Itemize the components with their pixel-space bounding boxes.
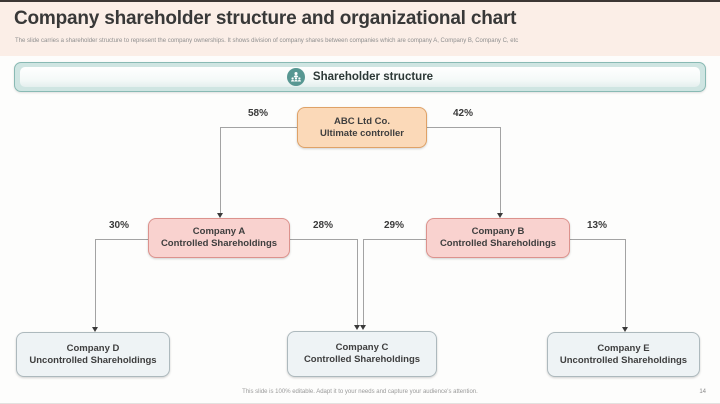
connector-line (95, 239, 96, 327)
connector-arrow (354, 325, 360, 330)
node-company-c: Company C Controlled Shareholdings (287, 331, 437, 377)
connector-arrow (92, 327, 98, 332)
node-line2: Ultimate controller (320, 127, 404, 139)
connector-line (220, 127, 297, 128)
footer-note: This slide is 100% editable. Adapt it to… (242, 389, 478, 395)
node-line1: Company E (597, 342, 650, 354)
node-line2: Uncontrolled Shareholdings (29, 354, 157, 366)
node-line1: Company A (192, 226, 246, 237)
pct-root-to-company-a: 58% (247, 108, 268, 119)
connector-line (363, 239, 364, 325)
node-company-a: Company A Controlled Shareholdings (148, 218, 290, 258)
pct-company-a-to-company-d: 30% (108, 220, 129, 231)
pct-company-b-to-company-e: 13% (586, 220, 607, 231)
section-banner-inner: Shareholder structure (20, 67, 700, 87)
people-group-icon (286, 68, 305, 86)
connector-line (220, 127, 221, 213)
connector-arrow (217, 213, 223, 218)
connector-line (363, 239, 426, 240)
node-company-e: Company E Uncontrolled Shareholdings (547, 332, 700, 377)
node-company-d: Company D Uncontrolled Shareholdings (16, 332, 170, 377)
pct-root-to-company-b: 42% (452, 108, 473, 119)
section-banner: Shareholder structure (14, 62, 706, 92)
connector-line (357, 239, 358, 325)
node-line2: Controlled Shareholdings (303, 354, 421, 365)
node-line2: Controlled Shareholdings (160, 238, 278, 249)
top-accent-line (0, 0, 720, 2)
page-number: 14 (699, 389, 706, 395)
page-title: Company shareholder structure and organi… (14, 8, 517, 29)
node-line1: ABC Ltd Co. (334, 115, 390, 127)
connector-line (290, 239, 357, 240)
connector-arrow (622, 327, 628, 332)
node-line2: Controlled Shareholdings (439, 238, 557, 249)
node-ultimate-controller: ABC Ltd Co. Ultimate controller (297, 107, 427, 148)
node-line2: Uncontrolled Shareholdings (559, 354, 688, 366)
connector-line (427, 127, 500, 128)
connector-line (95, 239, 148, 240)
pct-company-a-to-company-c: 28% (312, 220, 333, 231)
pct-company-b-to-company-c: 29% (383, 220, 404, 231)
node-line1: Company C (335, 342, 389, 353)
banner-label: Shareholder structure (312, 71, 434, 83)
connector-line (570, 239, 625, 240)
connector-line (625, 239, 626, 327)
page-subtitle: The slide carries a shareholder structur… (15, 38, 519, 44)
title-band (0, 2, 720, 56)
node-company-b: Company B Controlled Shareholdings (426, 218, 570, 258)
connector-arrow (360, 325, 366, 330)
connector-arrow (497, 213, 503, 218)
connector-line (500, 127, 501, 213)
node-line1: Company D (66, 342, 120, 354)
node-line1: Company B (471, 226, 525, 237)
